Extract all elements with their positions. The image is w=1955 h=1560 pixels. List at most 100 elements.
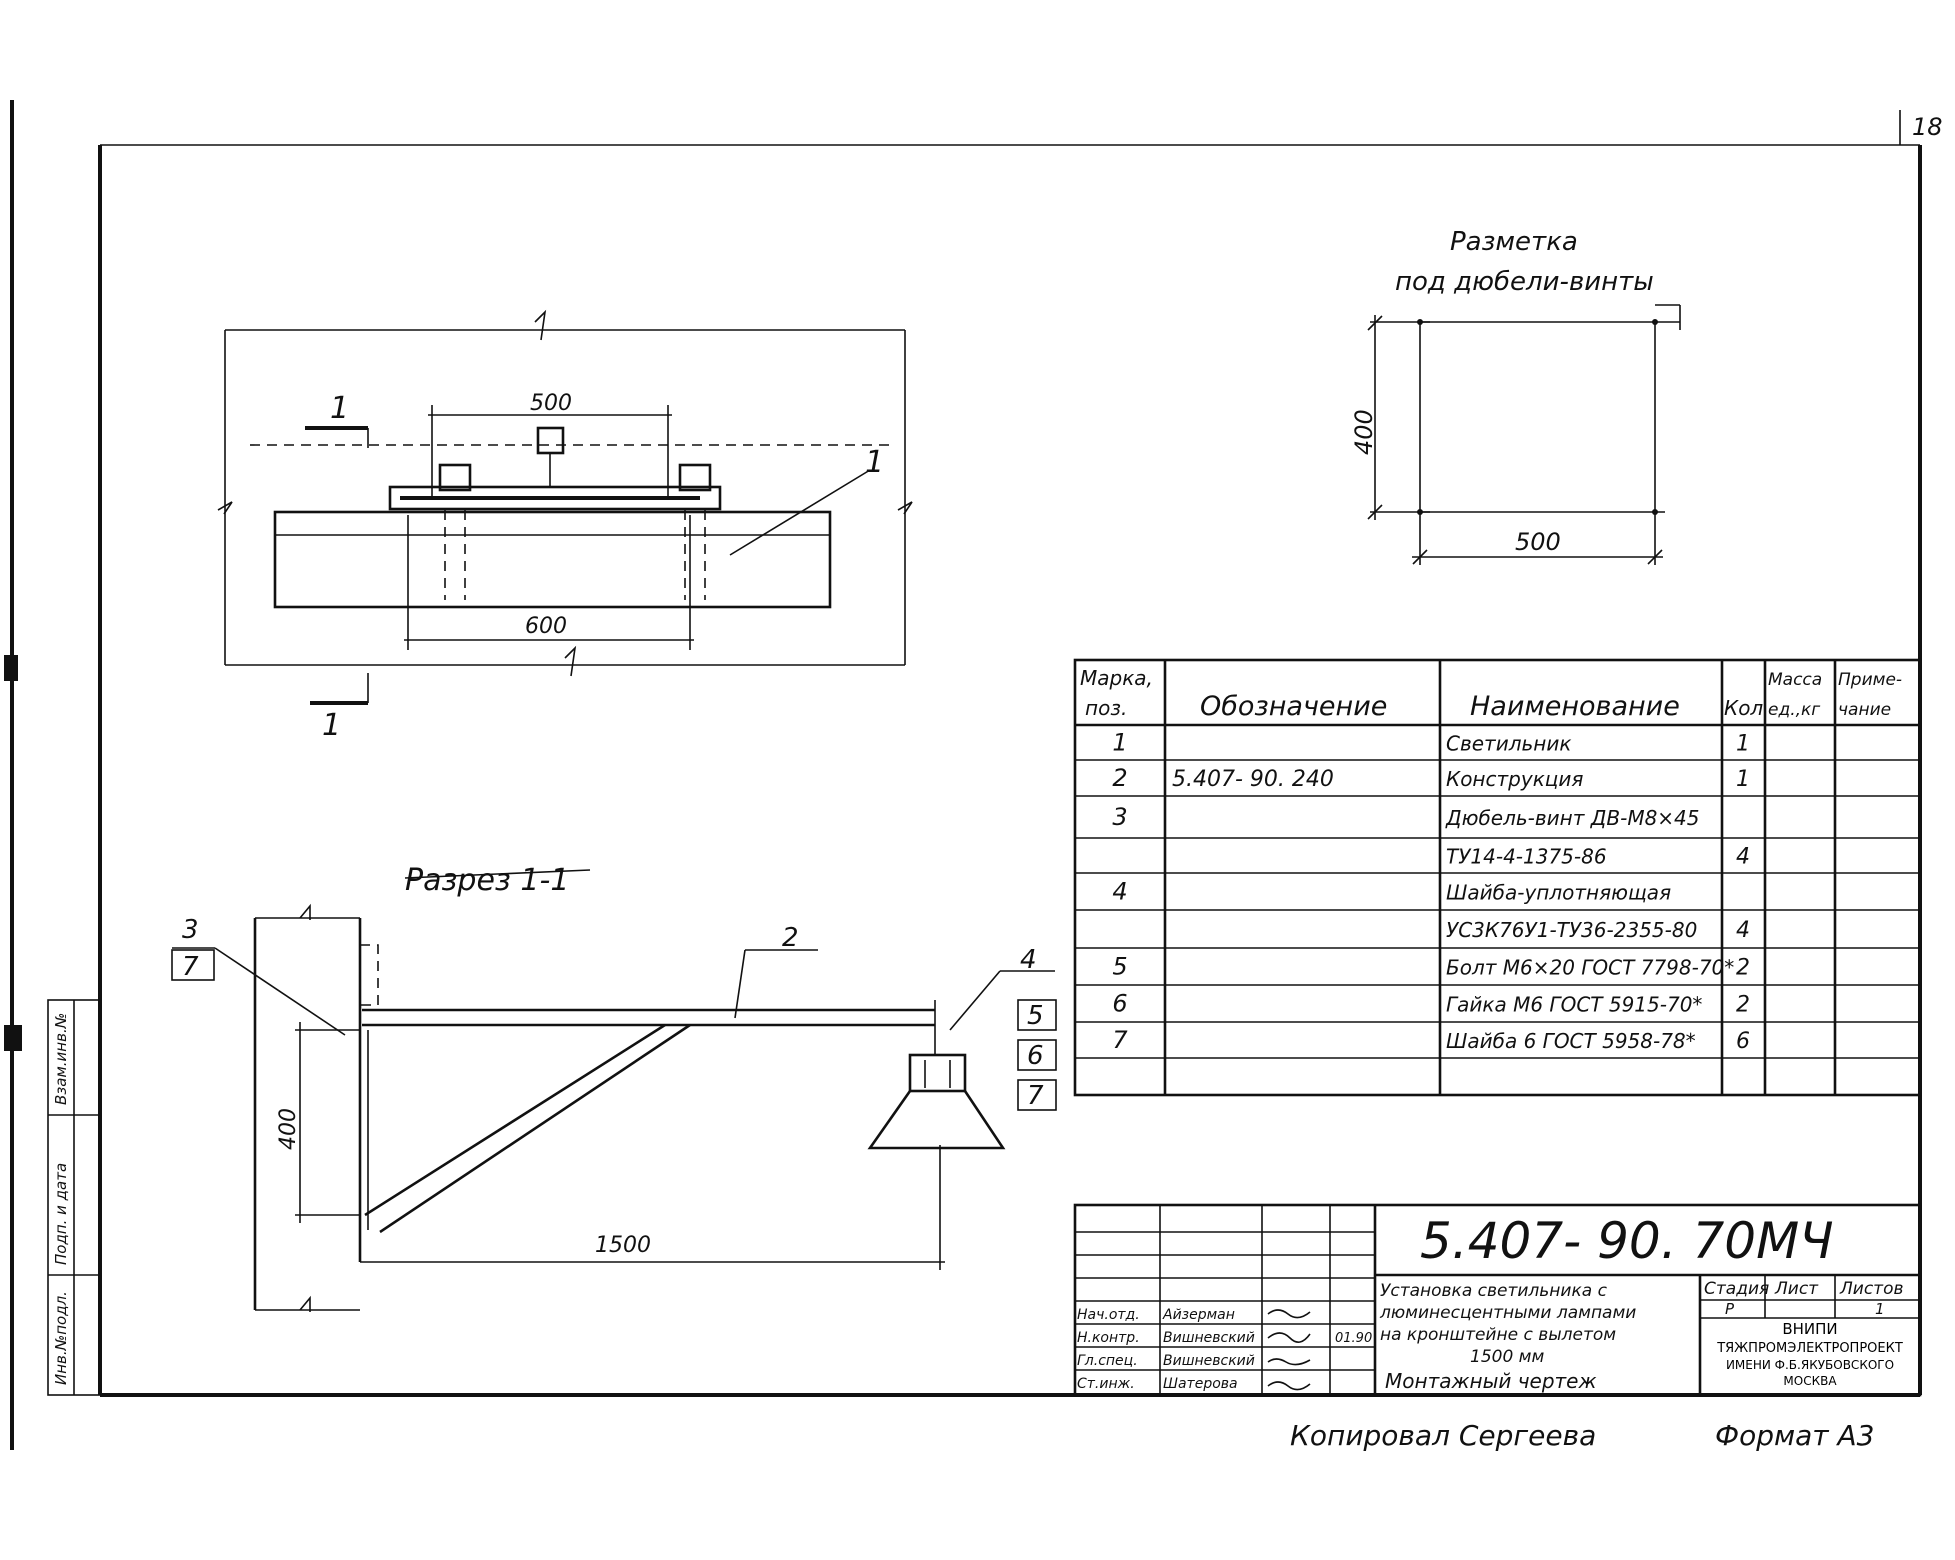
document-code: 5.407- 90. 70МЧ [1420, 1212, 1834, 1270]
callout-6: 6 [1027, 1041, 1044, 1071]
binding-hole-mark [4, 1025, 22, 1051]
spec-cell-name: Шайба-уплотняющая [1446, 881, 1671, 905]
header-mark-line2: поз. [1085, 696, 1127, 720]
header-note-line1: Приме- [1838, 670, 1902, 690]
org-line: ТЯЖПРОМЭЛЕКТРОПРОЕКТ [1716, 1341, 1903, 1356]
section-title: Разрез 1-1 [405, 863, 569, 898]
table-row: 3 Дюбель-винт ДВ-М8×45 [1112, 803, 1699, 831]
plan-section-mark-top: 1 [330, 391, 349, 426]
spec-cell-qty: 2 [1736, 956, 1750, 981]
spec-table: Марка, поз. Обозначение Наименование Кол… [1073, 658, 1922, 1097]
binding-hole-mark [4, 655, 18, 681]
description-line: Установка светильника с [1380, 1281, 1608, 1301]
spec-cell-qty: 2 [1736, 993, 1750, 1018]
header-mass-line2: ед.,кг [1768, 700, 1820, 720]
header-designation: Обозначение [1200, 691, 1387, 722]
plan-view: 500 600 1 1 1 [217, 309, 913, 743]
header-note-line2: чание [1838, 700, 1891, 720]
plan-section-mark-bottom: 1 [322, 708, 341, 743]
stage-label: Стадия [1704, 1279, 1769, 1299]
spec-cell-name: Конструкция [1446, 767, 1583, 791]
marking-title-line1: Разметка [1450, 227, 1578, 257]
spec-cell-name: Шайба 6 ГОСТ 5958-78* [1446, 1029, 1696, 1053]
section-dim-400: 400 [276, 1108, 301, 1150]
format-note: Формат А3 [1715, 1419, 1874, 1452]
side-stamp-label: Подп. и дата [52, 1163, 70, 1265]
table-row: 6 Гайка М6 ГОСТ 5915-70* 2 [1112, 990, 1750, 1018]
spec-cell-name: Светильник [1446, 732, 1571, 756]
side-stamp-label: Взам.инв.№ [52, 1013, 70, 1105]
signature-name: Айзерман [1162, 1307, 1235, 1323]
table-row: 1 Светильник 1 [1112, 729, 1750, 757]
callout-7-right: 7 [1027, 1081, 1044, 1111]
sheet-number: 18 [1912, 113, 1943, 141]
spec-cell-designation: 5.407- 90. 240 [1172, 767, 1334, 792]
spec-cell-mark: 6 [1112, 990, 1127, 1018]
marking-dim-400: 400 [1350, 409, 1378, 455]
spec-table-rows: 1 Светильник 1 2 5.407- 90. 240 Конструкция 1 3… [1112, 729, 1750, 1055]
title-block: 5.407- 90. 70МЧ Стадия Р Лист Листов 1 В… [1073, 1203, 1922, 1397]
org-line: ВНИПИ [1782, 1320, 1837, 1338]
spec-cell-name: Гайка М6 ГОСТ 5915-70* [1446, 993, 1702, 1017]
signature-role: Гл.спец. [1077, 1353, 1138, 1369]
callout-4: 4 [1020, 945, 1037, 975]
marking-title-line2: под дюбели-винты [1395, 267, 1654, 297]
description-line: 1500 мм [1470, 1347, 1544, 1367]
header-qty: Кол [1724, 696, 1763, 720]
spec-cell-mark: 5 [1112, 953, 1127, 981]
spec-cell-qty: 6 [1736, 1029, 1750, 1054]
description-line: Монтажный чертеж [1385, 1369, 1597, 1393]
marking-dim-500: 500 [1515, 528, 1561, 556]
section-dim-1500: 1500 [595, 1233, 651, 1258]
spec-cell-mark: 3 [1112, 803, 1127, 831]
side-stamp-label: Инв.№подл. [52, 1291, 70, 1385]
signature-role: Нач.отд. [1077, 1307, 1140, 1323]
spec-cell-mark: 2 [1112, 764, 1127, 792]
stage-value: Р [1725, 1300, 1735, 1318]
table-row: 4 Шайба-уплотняющая [1112, 878, 1671, 906]
description-line: на кронштейне с вылетом [1380, 1325, 1616, 1345]
sheet-label: Лист [1774, 1279, 1819, 1299]
table-row: 2 5.407- 90. 240 Конструкция 1 [1112, 764, 1750, 792]
section-view: Разрез 1-1 400 1500 3 [171, 863, 1057, 1312]
spec-cell-qty: 1 [1736, 767, 1750, 792]
spec-cell-name: Дюбель-винт ДВ-М8×45 [1445, 806, 1700, 830]
spec-cell-name: ТУ14-4-1375-86 [1446, 845, 1607, 869]
spec-cell-qty: 4 [1736, 918, 1750, 943]
marking-detail: Разметка под дюбели-винты 400 500 [1350, 227, 1681, 565]
callout-2: 2 [782, 923, 799, 953]
org-line: МОСКВА [1783, 1374, 1837, 1388]
sheets-value: 1 [1875, 1300, 1885, 1318]
table-row: 7 Шайба 6 ГОСТ 5958-78* 6 [1112, 1026, 1750, 1054]
spec-cell-qty: 4 [1736, 845, 1750, 870]
header-mark-line1: Марка, [1080, 666, 1153, 690]
table-row: УС3К76У1-ТУ36-2355-80 4 [1446, 918, 1750, 943]
spec-cell-mark: 1 [1112, 729, 1127, 757]
org-line: ИМЕНИ Ф.Б.ЯКУБОВСКОГО [1726, 1358, 1894, 1372]
signature-date: 01.90 [1335, 1331, 1372, 1346]
table-row: ТУ14-4-1375-86 4 [1446, 845, 1750, 870]
side-stamp: Инв.№подл. Подп. и дата Взам.инв.№ [47, 999, 101, 1396]
plan-dim-600: 600 [525, 614, 567, 639]
signature-role: Ст.инж. [1077, 1376, 1135, 1392]
spec-cell-mark: 7 [1112, 1026, 1128, 1054]
spec-cell-name: Болт М6×20 ГОСТ 7798-70* [1446, 956, 1734, 980]
signature-name: Вишневский [1163, 1330, 1255, 1346]
signature-name: Шатерова [1163, 1376, 1238, 1392]
header-name: Наименование [1470, 691, 1680, 722]
spec-cell-name: УС3К76У1-ТУ36-2355-80 [1446, 918, 1697, 942]
callout-5: 5 [1027, 1001, 1044, 1031]
copied-by-note: Копировал Сергеева [1290, 1419, 1596, 1452]
plan-leader-label: 1 [865, 445, 884, 480]
callout-7: 7 [182, 952, 199, 982]
spec-cell-mark: 4 [1112, 878, 1127, 906]
table-row: 5 Болт М6×20 ГОСТ 7798-70*2 [1112, 953, 1750, 981]
description-line: люминесцентными лампами [1379, 1303, 1636, 1323]
spec-cell-qty: 1 [1736, 732, 1750, 757]
plan-dim-500: 500 [530, 391, 572, 416]
signature-name: Вишневский [1163, 1353, 1255, 1369]
signature-role: Н.контр. [1077, 1330, 1140, 1346]
header-mass-line1: Масса [1768, 670, 1822, 690]
callout-3: 3 [182, 915, 199, 945]
